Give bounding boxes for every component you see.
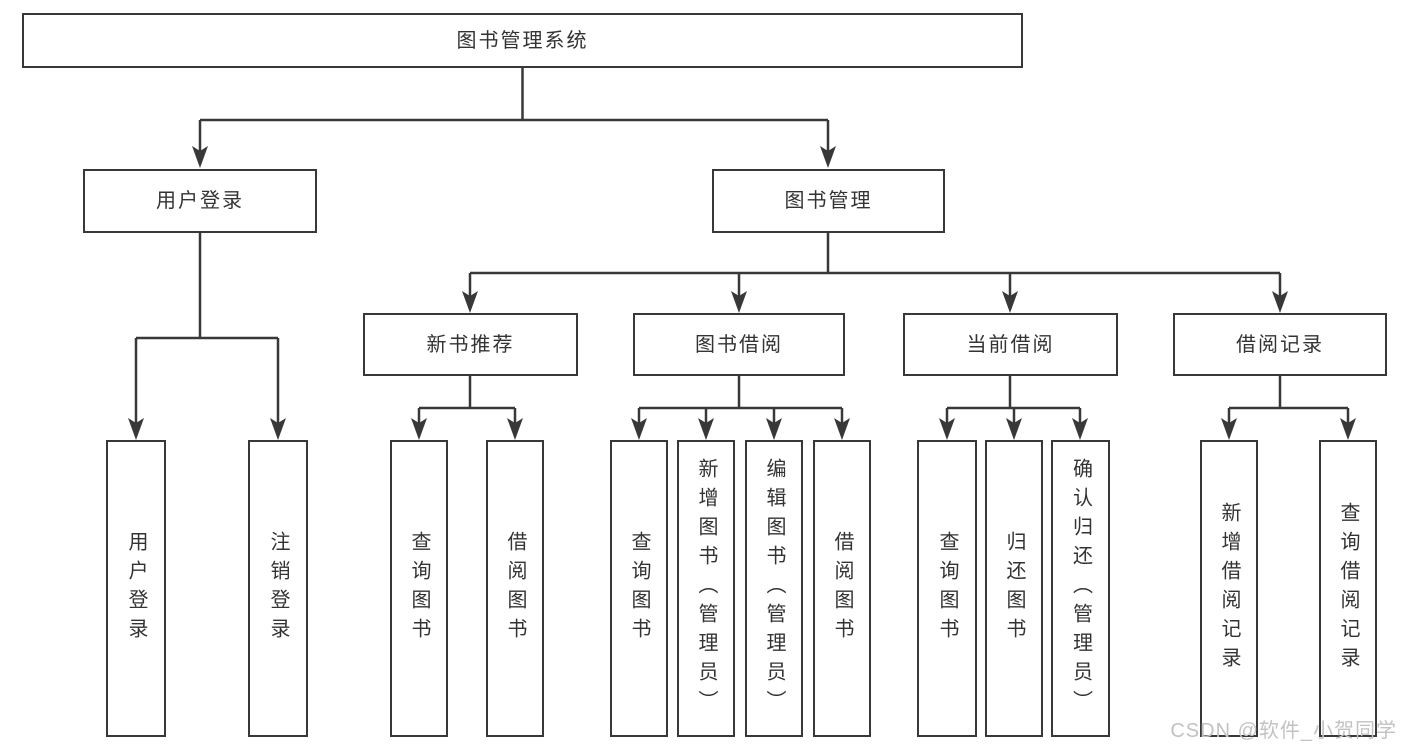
node-borrow-records: 借阅记录 (1173, 313, 1387, 376)
leaf-borrow-books-recommend: 借阅图书 (486, 440, 544, 737)
node-new-book-recommend-label: 新书推荐 (426, 333, 515, 356)
node-book-management: 图书管理 (712, 169, 945, 233)
node-book-borrow-label: 图书借阅 (695, 333, 783, 356)
leaf-return-books: 归还图书 (985, 440, 1043, 737)
node-new-book-recommend: 新书推荐 (363, 313, 578, 376)
leaf-add-books-admin-label: 新增图书（管理员） (695, 458, 717, 719)
node-book-management-label: 图书管理 (784, 190, 873, 212)
leaf-confirm-return-admin: 确认归还（管理员） (1051, 440, 1110, 737)
leaf-query-books-borrow-label: 查询图书 (628, 530, 650, 647)
leaf-query-books-borrow: 查询图书 (610, 440, 668, 737)
leaf-add-books-admin: 新增图书（管理员） (677, 440, 735, 737)
leaf-query-borrow-record: 查询借阅记录 (1319, 440, 1377, 737)
leaf-borrow-books: 借阅图书 (813, 440, 871, 737)
leaf-query-borrow-record-label: 查询借阅记录 (1337, 501, 1359, 676)
leaf-return-books-label: 归还图书 (1003, 530, 1025, 647)
leaf-user-login-label: 用户登录 (125, 530, 147, 647)
leaf-user-login: 用户登录 (106, 440, 166, 737)
node-current-borrow: 当前借阅 (903, 313, 1118, 376)
node-book-borrow: 图书借阅 (633, 313, 845, 376)
leaf-add-borrow-record-label: 新增借阅记录 (1218, 501, 1240, 676)
leaf-query-books-current-label: 查询图书 (936, 530, 958, 647)
node-user-login-label: 用户登录 (156, 190, 244, 212)
leaf-edit-books-admin-label: 编辑图书（管理员） (763, 458, 785, 719)
watermark: CSDN @软件_小贺同学 (1170, 720, 1397, 742)
leaf-borrow-books-recommend-label: 借阅图书 (504, 530, 526, 647)
leaf-logout-label: 注销登录 (267, 530, 289, 647)
leaf-query-books-recommend: 查询图书 (390, 440, 448, 737)
leaf-borrow-books-label: 借阅图书 (831, 530, 853, 647)
leaf-logout: 注销登录 (248, 440, 308, 737)
node-root-label: 图书管理系统 (456, 29, 589, 52)
leaf-query-books-recommend-label: 查询图书 (408, 530, 430, 647)
node-current-borrow-label: 当前借阅 (966, 333, 1055, 356)
leaf-confirm-return-admin-label: 确认归还（管理员） (1069, 458, 1092, 719)
node-root: 图书管理系统 (22, 13, 1023, 68)
leaf-edit-books-admin: 编辑图书（管理员） (745, 440, 803, 737)
node-user-login: 用户登录 (83, 169, 317, 233)
node-borrow-records-label: 借阅记录 (1236, 333, 1324, 356)
leaf-query-books-current: 查询图书 (917, 440, 977, 737)
leaf-add-borrow-record: 新增借阅记录 (1200, 440, 1258, 737)
